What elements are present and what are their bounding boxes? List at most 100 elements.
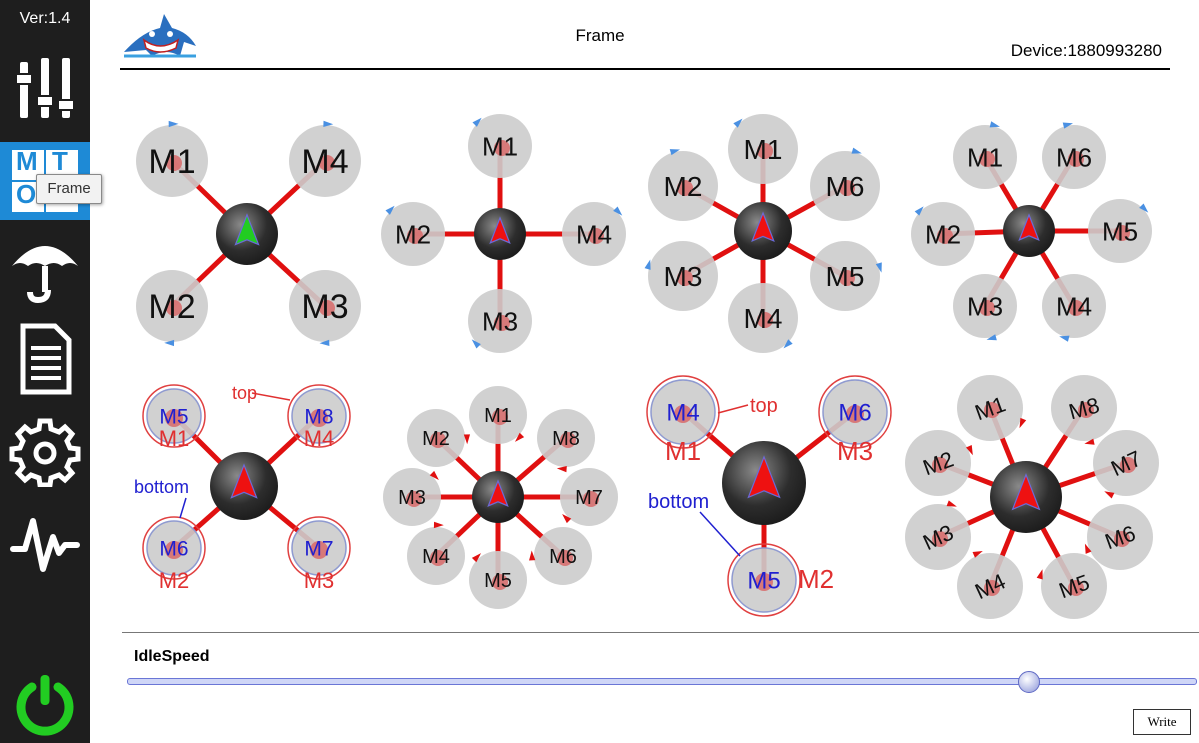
motor-label: M5 bbox=[826, 261, 865, 292]
rotation-direction-icon bbox=[514, 432, 525, 442]
write-button[interactable]: Write bbox=[1133, 709, 1191, 735]
rotation-direction-icon bbox=[733, 118, 743, 128]
power-icon bbox=[16, 674, 74, 736]
sidebar-item-tuning[interactable] bbox=[0, 50, 90, 128]
motor-label: M4 bbox=[1056, 291, 1092, 321]
annotation-top: top bbox=[232, 383, 257, 403]
heading-arrow-icon bbox=[1018, 213, 1040, 241]
motor-hub-dot bbox=[1078, 402, 1094, 418]
sidebar-item-failsafe[interactable] bbox=[0, 228, 90, 306]
pulse-icon bbox=[10, 518, 80, 572]
rotation-direction-icon bbox=[385, 205, 395, 215]
annotation-bottom-arrow bbox=[699, 511, 741, 557]
idle-speed-slider-track[interactable] bbox=[127, 678, 1197, 685]
power-button[interactable] bbox=[0, 668, 90, 743]
motor-label: M5 bbox=[1102, 216, 1138, 246]
annotation-top: top bbox=[750, 395, 778, 417]
rotation-direction-icon bbox=[471, 339, 481, 349]
sidebar-item-settings[interactable] bbox=[0, 412, 90, 490]
motor-label: M1 bbox=[484, 405, 512, 427]
motor-hub-dot bbox=[674, 405, 692, 423]
rotation-direction-icon bbox=[323, 120, 334, 128]
motor-label: M5 bbox=[484, 570, 512, 592]
rotation-direction-icon bbox=[433, 521, 444, 529]
motor-label-secondary: M1 bbox=[665, 436, 701, 466]
motor-label: M8 bbox=[304, 406, 333, 429]
motor-label: M6 bbox=[838, 400, 871, 427]
motor-label: M5 bbox=[159, 406, 188, 429]
motor-hub-dot bbox=[839, 180, 855, 196]
motor-label: M5 bbox=[747, 568, 780, 595]
motor-hub-dot bbox=[1068, 151, 1084, 167]
motor-label: M8 bbox=[552, 428, 580, 450]
heading-arrow-icon bbox=[489, 216, 511, 244]
rotation-direction-icon bbox=[471, 553, 482, 563]
motor-hub-dot bbox=[984, 580, 1000, 596]
annotation-bottom-arrow bbox=[179, 497, 187, 519]
rotation-direction-icon bbox=[1139, 203, 1149, 213]
motor-hub-dot bbox=[588, 228, 604, 244]
motor-hub-dot bbox=[492, 574, 508, 590]
idle-speed-label: IdleSpeed bbox=[134, 648, 210, 665]
motor-label: M1 bbox=[482, 131, 518, 161]
motor-label: M6 bbox=[826, 171, 865, 202]
idle-speed-slider-thumb[interactable] bbox=[1018, 671, 1041, 693]
rotation-direction-icon bbox=[529, 550, 536, 561]
sidebar-item-log[interactable] bbox=[0, 320, 90, 398]
motor-hub-dot bbox=[1114, 225, 1130, 241]
sidebar-item-monitor[interactable] bbox=[0, 504, 90, 582]
heading-arrow-icon bbox=[751, 211, 775, 242]
motor-hub-dot bbox=[846, 405, 864, 423]
motor-hub-dot bbox=[165, 409, 183, 427]
motor-label: M1 bbox=[148, 143, 195, 181]
motor-hub-dot bbox=[755, 573, 773, 591]
heading-arrow-icon bbox=[487, 479, 509, 507]
shark-logo bbox=[124, 14, 196, 58]
motor-top-ring bbox=[142, 516, 206, 580]
motor-label-secondary: M2 bbox=[159, 568, 190, 593]
motor-label: M4 bbox=[576, 219, 612, 249]
motor-label: M7 bbox=[304, 538, 333, 561]
annotation-top-arrow bbox=[717, 404, 749, 414]
controls-divider bbox=[122, 632, 1199, 633]
motor-hub-dot bbox=[430, 432, 446, 448]
motor-hub-dot bbox=[757, 312, 773, 328]
motor-label: M4 bbox=[422, 546, 450, 568]
motor-label: M6 bbox=[159, 538, 188, 561]
rotation-direction-icon bbox=[1084, 438, 1095, 445]
motor-label: M2 bbox=[148, 288, 195, 326]
motor-label: M3 bbox=[482, 306, 518, 336]
motor-hub-dot bbox=[492, 409, 508, 425]
rotation-direction-icon bbox=[168, 120, 179, 128]
motor-top-ring bbox=[287, 384, 351, 448]
motor-label: M3 bbox=[664, 261, 703, 292]
motor-label-secondary: M3 bbox=[304, 568, 335, 593]
motor-label: M3 bbox=[967, 291, 1003, 321]
motor-label-secondary: M4 bbox=[304, 426, 335, 451]
motor-label: M6 bbox=[1056, 142, 1092, 172]
motor-hub-dot bbox=[1068, 580, 1084, 596]
motor-label-secondary: M3 bbox=[837, 436, 873, 466]
rotation-direction-icon bbox=[669, 149, 681, 156]
rotation-direction-icon bbox=[1104, 491, 1115, 499]
motor-label: M2 bbox=[422, 428, 450, 450]
header-divider bbox=[120, 68, 1170, 70]
rotation-direction-icon bbox=[463, 434, 471, 445]
motor-hub-dot bbox=[319, 155, 335, 171]
umbrella-icon bbox=[12, 246, 78, 304]
motor-top-ring bbox=[287, 516, 351, 580]
rotation-direction-icon bbox=[613, 206, 623, 216]
motor-hub-dot bbox=[677, 270, 693, 286]
annotation-bottom: bottom bbox=[134, 477, 189, 497]
motor-hub-dot bbox=[677, 180, 693, 196]
motor-top-ring bbox=[727, 543, 801, 617]
motor-hub-dot bbox=[932, 531, 948, 547]
